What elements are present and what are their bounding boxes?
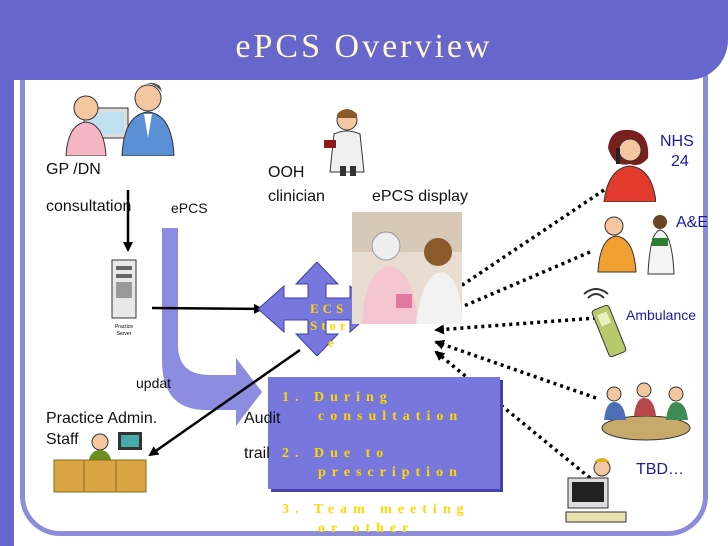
staff-label: Staff — [46, 431, 79, 448]
step-2-line1: 2. Due to — [282, 446, 390, 461]
step-2: 2. Due to prescription — [282, 444, 463, 482]
nhs-24-label: 24 — [671, 153, 689, 170]
gp-dn-label: GP /DN — [46, 161, 101, 178]
audit-label: Audit — [244, 410, 281, 427]
step-3-line1: 3. Team meeting — [282, 502, 470, 517]
ecs-store-line3: e — [328, 335, 338, 350]
consultation-label: consultation — [46, 198, 132, 215]
ae-clipart — [597, 215, 675, 275]
team-meeting-clipart — [601, 382, 691, 441]
ambulance-label: Ambulance — [626, 307, 697, 323]
step-3: 3. Team meeting or other — [282, 500, 470, 538]
epcs-display-label: ePCS display — [372, 188, 469, 205]
step-3-line2: or other — [318, 521, 415, 536]
ecs-store-label: ECS Stor e — [310, 300, 350, 351]
server-caption-1: Practice — [115, 324, 133, 330]
nhs24-dotted-arrow — [438, 188, 605, 302]
step-1: 1. During consultation — [282, 388, 463, 426]
epcs-flow-arrow — [162, 228, 262, 426]
ooh-label: OOH — [268, 164, 305, 181]
step-2-line2: prescription — [318, 465, 463, 480]
nhs24-operator-clipart — [603, 129, 656, 202]
practice-server-icon: Practice Server — [111, 259, 137, 337]
computer-dotted-arrow — [434, 350, 592, 480]
ecs-store-shape — [258, 262, 376, 356]
practice-admin-label: Practice Admin. — [46, 410, 158, 427]
ambulance-dotted-arrow — [434, 316, 597, 335]
computer-user-clipart — [565, 458, 627, 523]
ae-label: A&E — [676, 214, 709, 231]
ambulance-phone-clipart — [583, 288, 627, 358]
title-bar — [0, 0, 728, 80]
tbd-label: TBD… — [636, 461, 684, 478]
ecs-to-admin-arrow — [148, 348, 301, 457]
server-caption-2: Server — [117, 331, 132, 337]
epcs-arrow-label: ePCS — [171, 200, 208, 216]
trail-label: trail — [244, 445, 270, 462]
meeting-dotted-arrow — [434, 339, 597, 400]
nurse-clipart — [324, 109, 365, 176]
clinician-label: clinician — [268, 188, 325, 205]
update-label: updat — [136, 375, 172, 391]
page-title: ePCS Overview — [235, 28, 493, 65]
admin-staff-clipart — [53, 432, 147, 493]
step-1-line2: consultation — [318, 409, 464, 424]
ecs-store-line1: ECS — [310, 301, 348, 316]
nhs-label: NHS — [660, 133, 694, 150]
gp-consultation-clipart — [65, 82, 175, 156]
left-accent-bar — [0, 0, 14, 546]
server-to-ecs-arrow — [151, 303, 264, 314]
ecs-store-line2: Stor — [310, 318, 350, 333]
patient-visit-photo — [352, 212, 462, 324]
step-1-line1: 1. During — [282, 390, 393, 405]
trigger-steps-box — [268, 377, 500, 489]
